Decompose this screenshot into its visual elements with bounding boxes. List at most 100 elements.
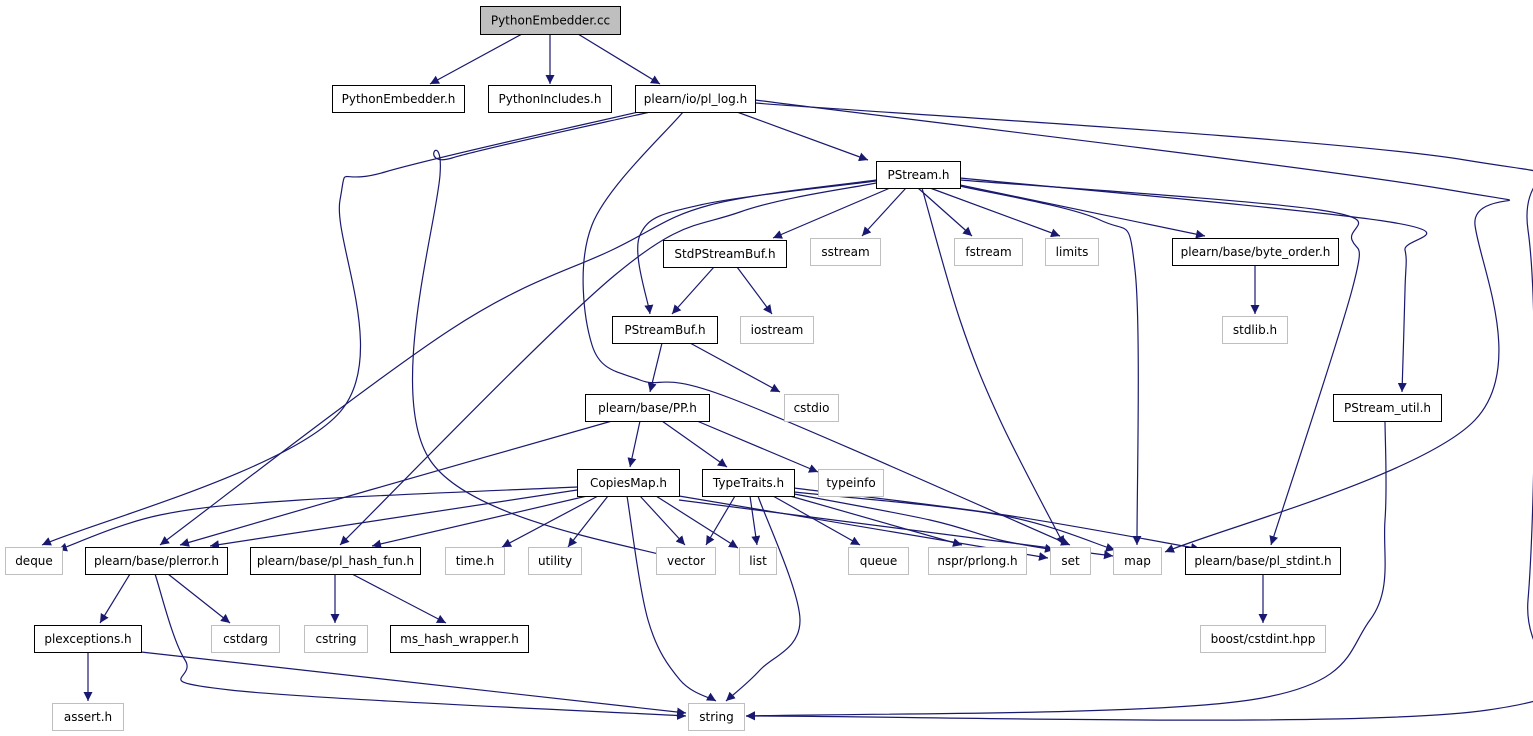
node-label: iostream xyxy=(751,323,804,337)
node-label: plearn/base/PP.h xyxy=(598,401,697,415)
edge-typetraits-h-to-set xyxy=(793,493,1055,553)
node-box xyxy=(1172,238,1339,266)
node-assert-h: assert.h xyxy=(52,703,124,731)
node-nspr-prlong-h: nspr/prlong.h xyxy=(928,547,1027,575)
node-label: plearn/base/pl_stdint.h xyxy=(1194,554,1331,568)
node-box xyxy=(1045,238,1099,266)
node-label: set xyxy=(1061,554,1080,568)
node-box xyxy=(635,85,756,113)
node-label: PythonEmbedder.cc xyxy=(491,14,610,28)
edge-copiesmap-h-to-time-h xyxy=(501,495,599,548)
edge-copiesmap-h-to-plearn-base-plerror-h xyxy=(209,489,578,550)
edge-pstream-h-to-map xyxy=(959,185,1142,546)
edge-pstream-h-to-stdpstreambuf-h xyxy=(772,187,891,239)
node-pythonincludes-h[interactable]: PythonIncludes.h xyxy=(488,85,612,113)
node-ms-hash-wrapper-h[interactable]: ms_hash_wrapper.h xyxy=(390,625,529,653)
node-label: cstdarg xyxy=(223,632,268,646)
node-label: StdPStreamBuf.h xyxy=(674,247,775,261)
node-typetraits-h[interactable]: TypeTraits.h xyxy=(702,469,795,497)
node-plearn-base-pl-hash-fun-h[interactable]: plearn/base/pl_hash_fun.h xyxy=(250,547,421,575)
edge-copiesmap-h-to-list xyxy=(655,495,739,549)
node-label: fstream xyxy=(965,245,1011,259)
node-plearn-io-pl-log-h[interactable]: plearn/io/pl_log.h xyxy=(635,85,756,113)
node-box xyxy=(739,547,777,575)
node-label: PStream_util.h xyxy=(1344,401,1431,415)
node-plexceptions-h[interactable]: plexceptions.h xyxy=(34,625,142,653)
node-box xyxy=(1113,547,1162,575)
node-label: limits xyxy=(1056,245,1089,259)
node-boost-cstdint-hpp: boost/cstdint.hpp xyxy=(1200,625,1326,653)
edge-pstream-h-to-plearn-base-byte-order-h xyxy=(959,184,1206,239)
node-box xyxy=(1200,625,1326,653)
node-plearn-base-pl-stdint-h[interactable]: plearn/base/pl_stdint.h xyxy=(1185,547,1341,575)
edge-plearn-base-pp-h-to-plearn-base-plerror-h xyxy=(179,420,613,547)
node-label: typeinfo xyxy=(826,476,875,490)
node-box xyxy=(1050,547,1091,575)
node-plearn-base-pp-h[interactable]: plearn/base/PP.h xyxy=(585,394,710,422)
edge-plearn-base-pl-hash-fun-h-to-ms-hash-wrapper-h xyxy=(351,573,447,624)
node-box xyxy=(702,469,795,497)
node-box xyxy=(656,547,716,575)
node-stdpstreambuf-h[interactable]: StdPStreamBuf.h xyxy=(663,240,787,268)
edge-copiesmap-h-to-plearn-base-pl-hash-fun-h xyxy=(371,495,588,549)
edge-copiesmap-h-to-string xyxy=(626,495,717,702)
node-label: deque xyxy=(15,554,53,568)
node-pstream-h[interactable]: PStream.h xyxy=(876,161,961,189)
node-plearn-base-plerror-h[interactable]: plearn/base/plerror.h xyxy=(85,547,228,575)
node-typeinfo: typeinfo xyxy=(818,469,884,497)
edge-plearn-io-pl-log-h-to-map xyxy=(754,99,1510,553)
edge-pstream-h-to-set xyxy=(921,187,1065,546)
node-label: queue xyxy=(860,554,898,568)
node-box xyxy=(34,625,142,653)
node-label: plearn/base/byte_order.h xyxy=(1181,245,1331,259)
edge-plearn-io-pl-log-h-to-vector xyxy=(411,111,699,566)
node-box xyxy=(250,547,421,575)
node-box xyxy=(211,625,280,653)
node-copiesmap-h[interactable]: CopiesMap.h xyxy=(577,469,680,497)
node-list: list xyxy=(739,547,777,575)
node-label: assert.h xyxy=(64,710,112,724)
edge-pstream-h-to-plearn-base-plerror-h xyxy=(159,179,877,546)
node-box xyxy=(85,547,228,575)
node-set: set xyxy=(1050,547,1091,575)
node-label: cstdio xyxy=(794,401,830,415)
node-label: map xyxy=(1124,554,1151,568)
node-cstring: cstring xyxy=(304,625,368,653)
edge-typetraits-h-to-vector xyxy=(705,495,736,546)
node-box xyxy=(52,703,124,731)
node-pythonembedder-h[interactable]: PythonEmbedder.h xyxy=(332,85,465,113)
edge-pstreambuf-h-to-plearn-base-pp-h xyxy=(647,342,663,393)
node-limits: limits xyxy=(1045,238,1099,266)
node-stdlib-h: stdlib.h xyxy=(1222,316,1288,344)
node-label: plearn/io/pl_log.h xyxy=(644,92,747,106)
node-pstreambuf-h[interactable]: PStreamBuf.h xyxy=(612,316,718,344)
node-box xyxy=(1185,547,1341,575)
node-label: CopiesMap.h xyxy=(590,476,667,490)
node-label: PythonIncludes.h xyxy=(499,92,602,106)
node-label: nspr/prlong.h xyxy=(937,554,1017,568)
node-label: vector xyxy=(667,554,705,568)
node-label: sstream xyxy=(821,245,869,259)
edge-typetraits-h-to-queue xyxy=(772,495,861,546)
node-box xyxy=(740,316,814,344)
edge-pstream-h-to-plearn-base-pl-hash-fun-h xyxy=(339,182,877,546)
node-utility: utility xyxy=(528,547,582,575)
node-plearn-base-byte-order-h[interactable]: plearn/base/byte_order.h xyxy=(1172,238,1339,266)
node-fstream: fstream xyxy=(954,238,1023,266)
node-label: list xyxy=(749,554,767,568)
edge-pstream-h-to-plearn-base-pl-stdint-h xyxy=(959,179,1360,546)
node-box xyxy=(784,394,839,422)
edge-plearn-io-pl-log-h-to-set xyxy=(582,111,1071,546)
node-label: cstring xyxy=(315,632,356,646)
node-box xyxy=(585,394,710,422)
node-pstream-util-h[interactable]: PStream_util.h xyxy=(1333,394,1442,422)
edge-typetraits-h-to-list xyxy=(749,495,761,546)
node-label: ms_hash_wrapper.h xyxy=(400,632,519,646)
edge-plearn-io-pl-log-h-to-pstream-h xyxy=(736,111,869,162)
edge-typetraits-h-to-string xyxy=(725,495,801,702)
node-label: PythonEmbedder.h xyxy=(342,92,456,106)
node-box xyxy=(848,547,909,575)
edge-pstream-h-to-limits xyxy=(929,187,1061,238)
node-queue: queue xyxy=(848,547,909,575)
node-box xyxy=(928,547,1027,575)
